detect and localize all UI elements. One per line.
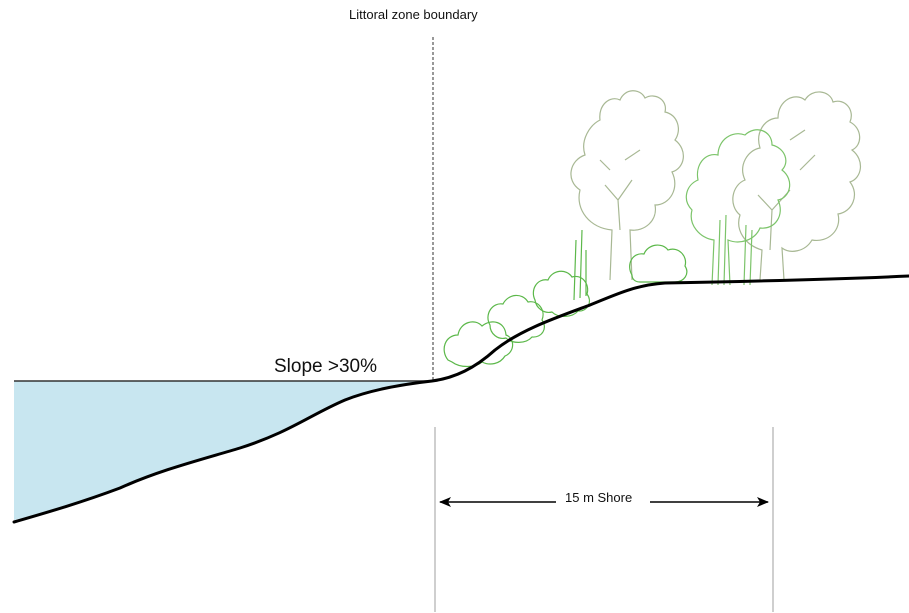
tree-right-inner xyxy=(757,129,816,251)
tree-left-inner xyxy=(599,149,641,231)
tree-group-background xyxy=(570,90,861,281)
shrub-group xyxy=(443,229,688,368)
tree-right xyxy=(732,91,861,281)
shrub-grass xyxy=(573,229,587,301)
tree-middle xyxy=(685,129,791,286)
tree-middle-trunks xyxy=(717,214,753,286)
tree-group-green xyxy=(685,129,791,286)
slope-label: Slope >30% xyxy=(274,356,377,377)
shrub-2 xyxy=(487,294,545,343)
shrub-3 xyxy=(532,270,590,317)
water-body xyxy=(14,381,430,520)
tree-left xyxy=(570,90,684,281)
shrub-4 xyxy=(629,244,688,283)
shore-width-label: 15 m Shore xyxy=(563,490,635,505)
ground-profile-line xyxy=(12,274,909,524)
littoral-boundary-label: Littoral zone boundary xyxy=(349,7,478,22)
